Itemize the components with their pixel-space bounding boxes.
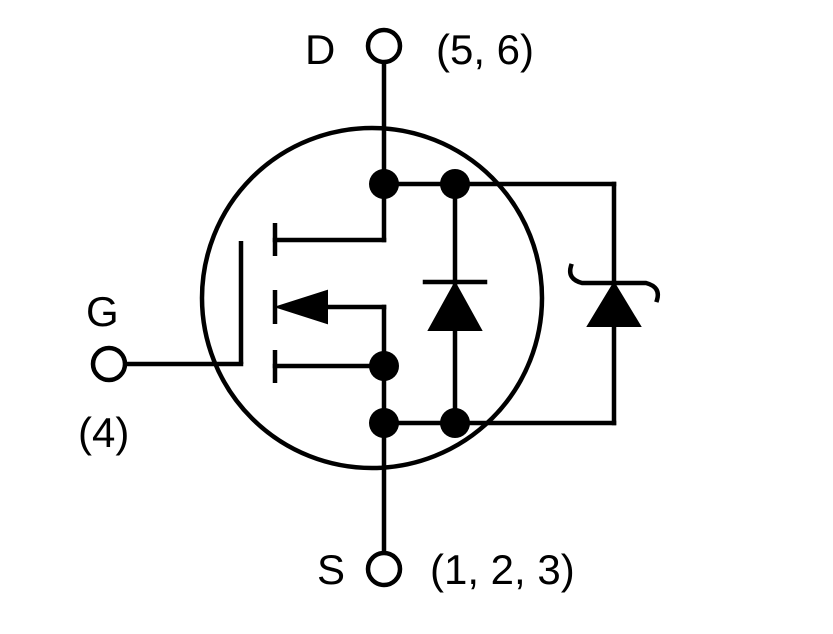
junction-dot-body	[369, 351, 399, 381]
gate-terminal[interactable]	[90, 345, 128, 383]
source-terminal[interactable]	[365, 550, 403, 588]
junction-dot-drain	[369, 169, 399, 199]
drain-pins-label: (5, 6)	[436, 26, 534, 73]
source-pins-label: (1, 2, 3)	[430, 546, 575, 593]
transistor-envelope	[199, 125, 545, 471]
diode-icon	[427, 280, 483, 331]
gate-label: G	[86, 288, 119, 335]
body-arrow-icon	[273, 289, 328, 325]
junction-dot-source	[369, 408, 399, 438]
drain-label: D	[305, 26, 335, 73]
junction-dot-drain-diode	[440, 169, 470, 199]
source-label: S	[317, 546, 345, 593]
zener-cathode-bar	[567, 263, 661, 303]
junction-dot-source-diode	[440, 408, 470, 438]
drain-terminal[interactable]	[365, 27, 403, 65]
gate-pins-label: (4)	[78, 409, 129, 456]
tvs-zener-diode-icon	[586, 281, 642, 327]
